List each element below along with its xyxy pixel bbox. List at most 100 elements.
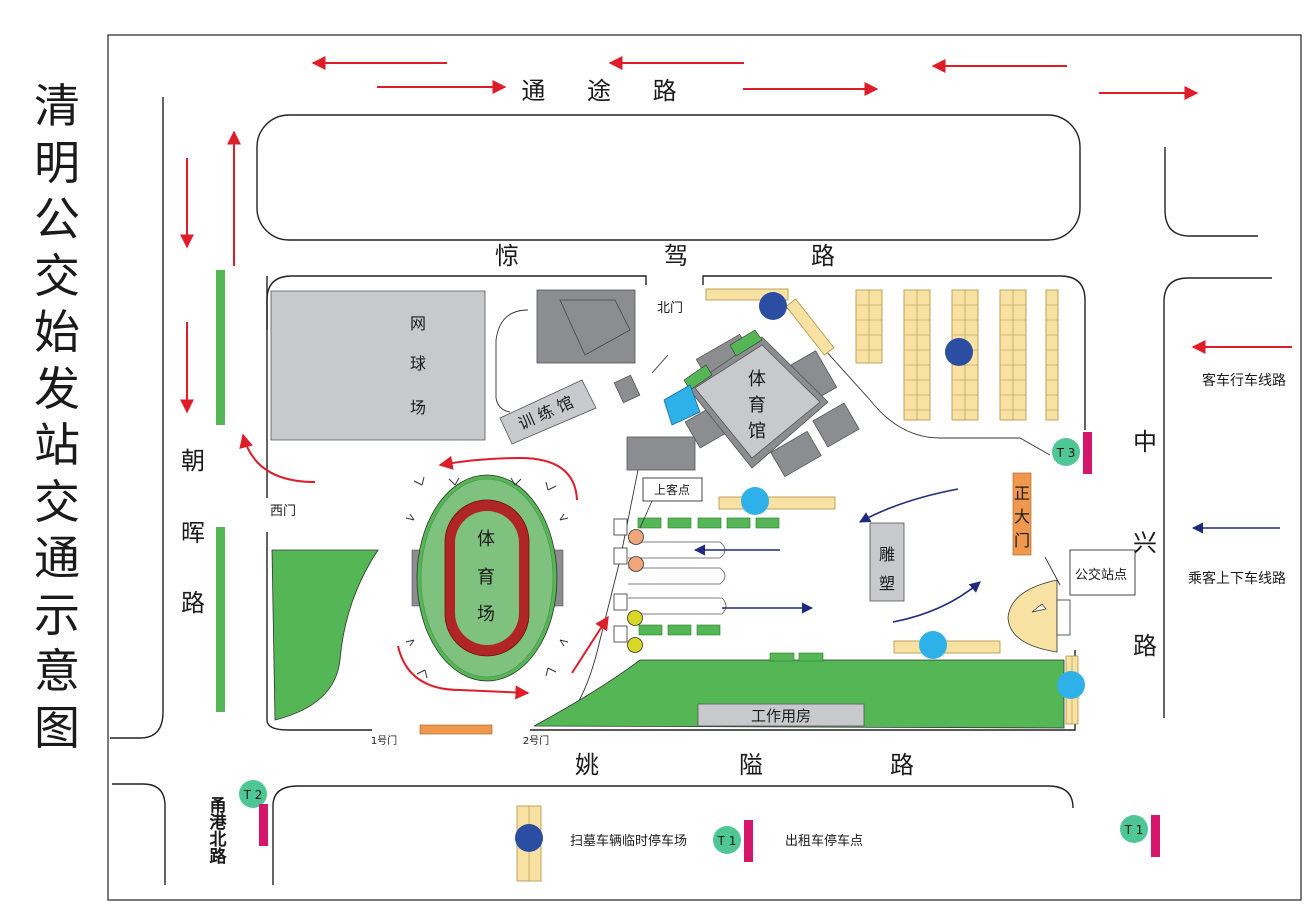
map-title-char: 始	[34, 305, 80, 359]
taxi-t2-circle	[239, 780, 267, 808]
green-strip-west-lower	[216, 527, 225, 712]
stadium-label-1: 体	[477, 529, 495, 550]
green-strip-west-upper	[216, 270, 225, 425]
road-zhaohui-1: 朝	[181, 447, 205, 475]
work-house	[697, 703, 865, 727]
light-blue-marker	[1057, 671, 1085, 699]
svg-text:T 2: T 2	[243, 788, 263, 802]
taxi-legend-circle	[713, 826, 741, 854]
taxi-t1-circle	[1120, 815, 1148, 843]
north-block-outline	[256, 114, 1081, 241]
dark-blue-marker	[759, 292, 787, 320]
parking-diagonal	[785, 298, 835, 356]
road-zhongxing-3: 路	[1133, 632, 1157, 660]
stadium-label-3: 场	[477, 604, 495, 625]
taxi-t3-bar	[1083, 432, 1092, 474]
taxi-labels: T 3 T 2 T 1 T 1	[243, 446, 1144, 848]
pickup-label: 上客点	[654, 482, 690, 497]
road-jingjia-1: 惊	[495, 242, 519, 270]
road-zhongxing-1: 中	[1133, 428, 1157, 456]
southwest-road-edge	[112, 783, 166, 885]
tennis-label-1: 网	[410, 314, 426, 333]
stadium	[405, 474, 569, 682]
gym-label-1: 体	[748, 369, 766, 390]
road-zhongxing-2: 兴	[1133, 529, 1157, 557]
place-names: 网 球 场 训 练 馆 体 育 馆 体 育 场 雕 塑 工作用房 正 大 门	[410, 314, 1030, 725]
legend-parking: 扫墓车辆临时停车场	[570, 833, 687, 849]
green-areas	[216, 270, 1065, 729]
legend: 客车行车线路 乘客上下车线路 扫墓车辆临时停车场 出租车停车点	[570, 372, 1286, 849]
road-yaolong-3: 路	[890, 751, 914, 779]
passenger-route-arrows	[693, 488, 1280, 623]
light-blue-marker	[741, 487, 769, 515]
map-title-char: 通	[34, 531, 80, 585]
west-gate-label: 西门	[270, 504, 296, 519]
map-title-char: 交	[34, 248, 80, 303]
road-jingjia-2: 驾	[664, 242, 688, 270]
map-title-char: 发	[34, 361, 80, 416]
taxi-t1-bar	[1151, 815, 1160, 857]
gate-markers	[419, 472, 1032, 735]
parking-southeast-bar	[893, 640, 1001, 654]
gymnasium	[663, 329, 860, 478]
light-blue-marker	[919, 631, 947, 659]
gym-label-3: 馆	[748, 421, 766, 442]
tennis-label-3: 场	[410, 398, 426, 417]
north-gray-building	[536, 289, 636, 364]
tennis-court	[270, 290, 486, 441]
east-road-west-edge	[1163, 277, 1272, 718]
map-title-char: 站	[34, 418, 80, 472]
stadium-label-2: 育	[477, 567, 495, 588]
main-gate-label-2: 大	[1014, 507, 1030, 526]
svg-text:甬: 甬	[210, 796, 227, 816]
west-road-edge	[110, 97, 164, 739]
south-block-outline	[272, 785, 1074, 885]
map-frame	[107, 34, 1302, 901]
southwest-green-lawn	[271, 549, 379, 721]
pickup-pointer	[639, 500, 653, 529]
road-yaolong-2: 隘	[739, 751, 763, 779]
map-title-char: 交	[34, 474, 80, 529]
legend-passenger-route: 乘客上下车线路	[1188, 570, 1286, 587]
road-yonggang: 甬 港 北 路	[210, 796, 228, 867]
gate-labels: 北门 西门 1号门 2号门 上客点 公交站点	[270, 301, 1127, 747]
map-title-char: 公	[34, 192, 80, 246]
gate2-label: 2号门	[523, 734, 549, 747]
taxi-t3-circle	[1052, 438, 1080, 466]
sculpture-label-2: 塑	[879, 574, 895, 593]
map-title-char: 图	[34, 700, 80, 755]
road-zhaohui-2: 晖	[181, 519, 205, 547]
main-gate	[1012, 472, 1032, 556]
map-title-char: 明	[34, 135, 80, 190]
gym-label-2: 育	[748, 395, 766, 416]
svg-text:T 1: T 1	[1124, 823, 1144, 837]
main-gate-label-1: 正	[1014, 484, 1030, 503]
tennis-label-2: 球	[410, 354, 426, 373]
gray-block-middle	[626, 436, 696, 471]
road-tongtu: 通 途 路	[521, 77, 676, 105]
compound-northeast-boundary	[702, 275, 1086, 430]
bus-bays	[613, 517, 824, 662]
parking-markers	[515, 292, 1085, 852]
south-green-belt	[533, 659, 1065, 729]
svg-text:T 1: T 1	[717, 834, 737, 848]
pickup-label-box	[642, 477, 703, 502]
bus-stop-label-box	[1069, 549, 1136, 596]
road-yaolong-1: 姚	[575, 751, 599, 779]
legend-bus-route: 客车行车线路	[1202, 372, 1286, 389]
bus-route-arrows	[180, 56, 1292, 700]
gate1-label: 1号门	[371, 734, 397, 747]
map-title-char: 示	[34, 587, 80, 642]
svg-text:北: 北	[210, 830, 227, 850]
bus-stop-label: 公交站点	[1075, 567, 1127, 583]
training-hall	[499, 379, 597, 445]
north-gate-label: 北门	[657, 301, 683, 316]
dark-blue-marker	[945, 338, 973, 366]
small-gray-block	[613, 374, 641, 404]
taxi-t2-bar	[259, 804, 268, 846]
buildings	[270, 289, 905, 727]
parking-column-5	[1045, 289, 1059, 421]
map-title-char: 清	[34, 79, 80, 133]
sculpture-label-1: 雕	[879, 545, 895, 564]
